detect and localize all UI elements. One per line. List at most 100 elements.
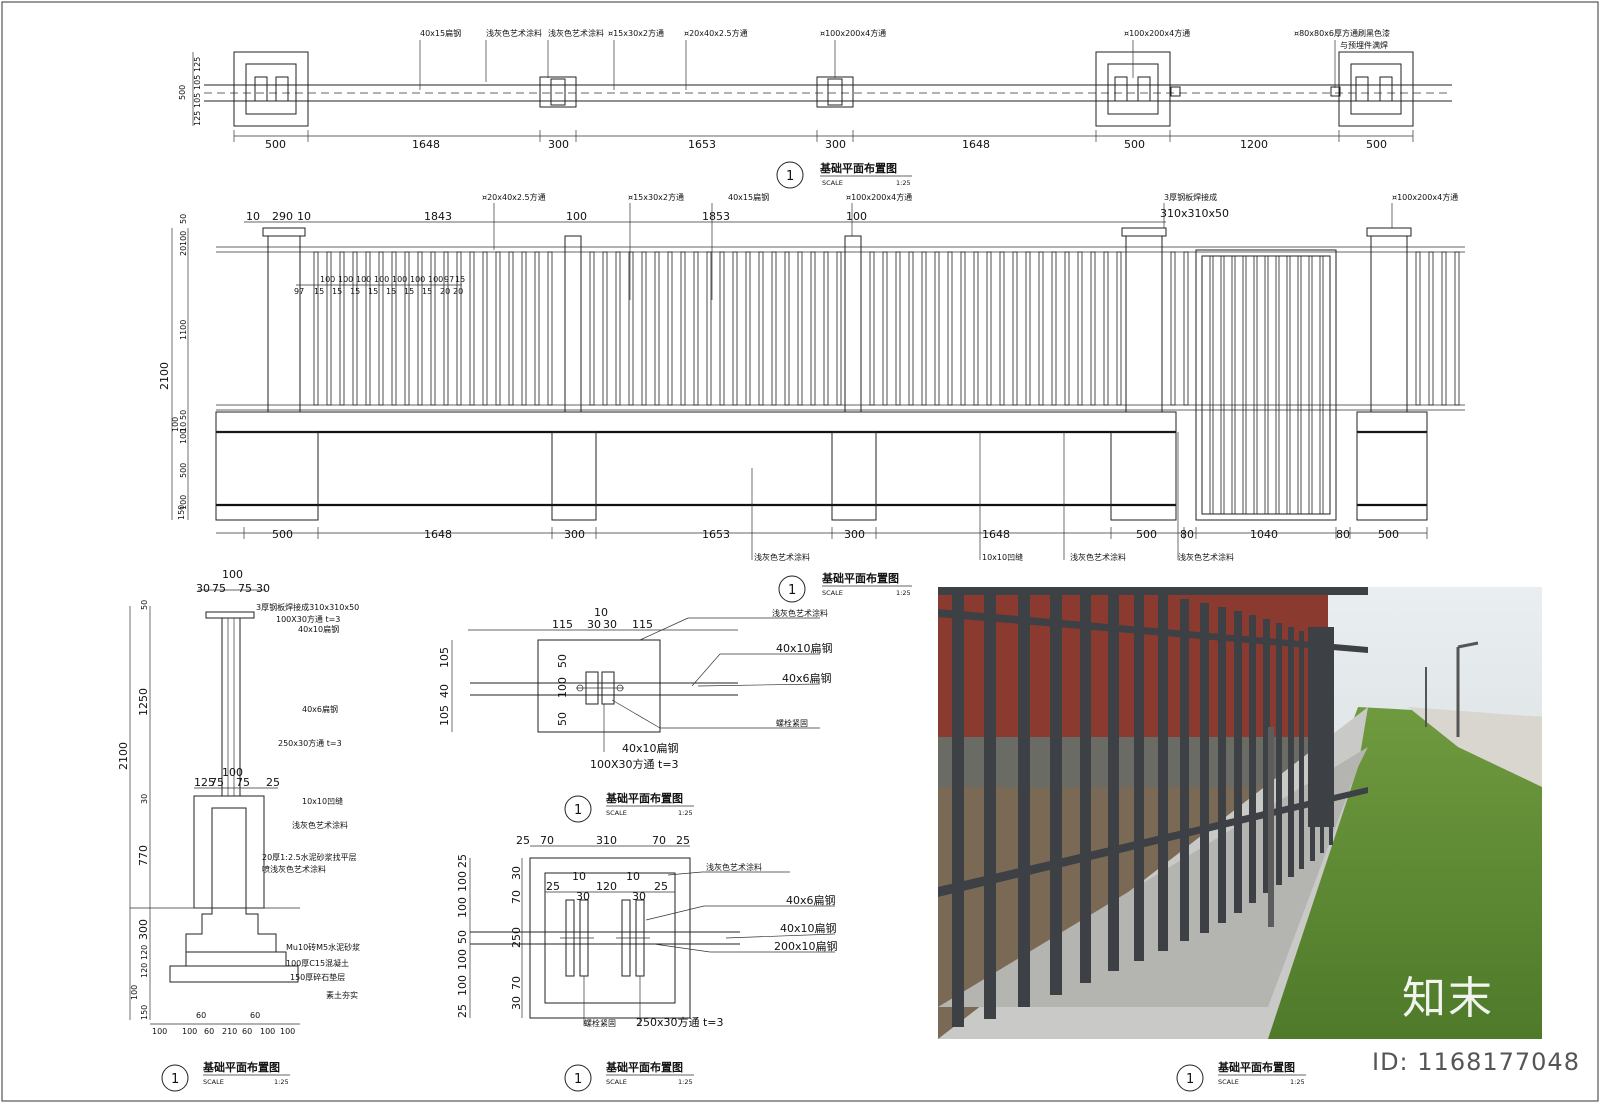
section-note: 素土夯实 (326, 990, 358, 1000)
elev-left-dim: 20 (179, 246, 188, 256)
detail2-inner-left: 250 (510, 927, 523, 948)
section-mid-dim: 125 (194, 776, 215, 789)
plan-dim: 300 (825, 138, 846, 151)
detail2-inner-left: 30 (510, 866, 523, 880)
elev-note: ¤100x200x4方通 (1392, 192, 1458, 202)
elev-top-dim: 100 (846, 210, 867, 223)
elev-dim: 500 (1136, 528, 1157, 541)
detail2-inner-left: 70 (510, 890, 523, 904)
elev-bar-dim: 97 (444, 275, 454, 284)
detail2-left-dim: 100 (456, 975, 469, 996)
section-note: Mu10砖M5水泥砂浆 (286, 942, 360, 952)
plan-left-dim: 105 (193, 93, 202, 108)
detail1-label-title: 基础平面布置图 (605, 791, 683, 805)
section-bottom-dim: 60 (204, 1027, 214, 1036)
elev-left-dim: 100 (171, 417, 180, 432)
section-left-dim: 50 (140, 600, 149, 610)
elev-note: ¤100x200x4方通 (846, 192, 912, 202)
plan-left-dim: 125 (193, 111, 202, 126)
detail2-note: 250x30方通 t=3 (636, 1015, 724, 1029)
elev-bottom-note: 浅灰色艺术涂料 (1070, 552, 1126, 562)
detail2-label-scale: 1:25 (678, 1078, 693, 1086)
section-note: 250x30方通 t=3 (278, 738, 342, 748)
detail1-top-dim: 30 (603, 618, 617, 631)
fence-section-view: 100 30 75 75 30 125 75 100 75 25 50 1250… (117, 568, 360, 1092)
elev-note: 40x15扁钢 (728, 192, 769, 202)
detail2-left-dim: 100 (456, 949, 469, 970)
watermark-id: ID: 1168177048 (1372, 1048, 1580, 1076)
section-left-dim: 100 (130, 985, 139, 1000)
elev-left-dim: 2100 (158, 362, 171, 390)
plan-dim: 500 (265, 138, 286, 151)
detail2-left-dim: 100 (456, 871, 469, 892)
post-base-detail-1: 115 10 30 30 115 105 40 105 50 100 50 浅灰… (438, 606, 833, 823)
detail2-note: 螺栓紧固 (584, 1018, 616, 1028)
detail1-left-dim: 105 (438, 705, 451, 726)
detail2-left-dim: 25 (456, 854, 469, 868)
section-bottom-dim: 60 (250, 1011, 260, 1020)
elev-bar-dim: 100 (338, 275, 353, 284)
detail2-left-dim: 100 (456, 897, 469, 918)
detail1-inner-dim: 100 (556, 677, 569, 698)
detail2-inner-top: 30 (576, 890, 590, 903)
detail2-top-dim: 70 (540, 834, 554, 847)
elev-bottom-note: 浅灰色艺术涂料 (754, 552, 810, 562)
elev-label-scale-word: SCALE (822, 589, 843, 597)
section-bottom-dim: 100 (280, 1027, 295, 1036)
photo-fence-bars (938, 587, 1368, 1027)
section-note: 40x10扁钢 (298, 624, 339, 634)
section-bottom-dim: 60 (196, 1011, 206, 1020)
plan-note: 浅灰色艺术涂料 (486, 28, 542, 38)
elev-bar-dim: 15 (368, 287, 378, 296)
plan-label-scale: 1:25 (896, 179, 911, 187)
detail2-left-dim: 50 (456, 930, 469, 944)
section-bottom-dim: 100 (152, 1027, 167, 1036)
elev-bottom-note: 10x10凹缝 (982, 552, 1023, 562)
plan-left-dim: 105 (193, 75, 202, 90)
elev-top-dim: 1843 (424, 210, 452, 223)
elev-dim: 1040 (1250, 528, 1278, 541)
detail2-label-num: 1 (574, 1072, 582, 1087)
section-bottom-dim: 100 (182, 1027, 197, 1036)
section-label-scale: 1:25 (274, 1078, 289, 1086)
elev-bar-dim: 100 (320, 275, 335, 284)
plan-label-title: 基础平面布置图 (819, 161, 897, 175)
section-top-dim: 75 (238, 582, 252, 595)
plan-dim: 1648 (412, 138, 440, 151)
section-note: 浅灰色艺术涂料 (292, 820, 348, 830)
plan-label-num: 1 (786, 169, 794, 184)
detail1-note: 螺栓紧固 (776, 718, 808, 728)
elev-left-dim: 100 (179, 429, 188, 444)
section-left-dim: 120 (140, 945, 149, 960)
plan-dim: 300 (548, 138, 569, 151)
elev-left-dim: 1100 (179, 320, 188, 340)
detail1-note: 40x10扁钢 (622, 742, 679, 755)
section-top-dim: 30 (196, 582, 210, 595)
section-left-dim: 300 (137, 919, 150, 940)
detail2-inner-left: 30 (510, 996, 523, 1010)
detail1-top-dim: 10 (594, 606, 608, 619)
detail1-top-dim: 30 (587, 618, 601, 631)
section-label-num: 1 (171, 1072, 179, 1087)
elev-bar-dim: 15 (350, 287, 360, 296)
elev-bottom-note: 浅灰色艺术涂料 (1178, 552, 1234, 562)
elev-dim: 80 (1336, 528, 1350, 541)
detail1-left-dim: 40 (438, 684, 451, 698)
section-mid-dim: 25 (266, 776, 280, 789)
section-top-dim: 30 (256, 582, 270, 595)
detail2-inner-top: 10 (572, 870, 586, 883)
elev-left-dim: 10 (179, 422, 188, 432)
plan-note: 浅灰色艺术涂料 (548, 28, 604, 38)
elev-dim: 300 (844, 528, 865, 541)
plan-label-scale-word: SCALE (822, 179, 843, 187)
detail1-label-num: 1 (574, 803, 582, 818)
detail2-note: 200x10扁钢 (774, 940, 838, 953)
plan-note: ¤20x40x2.5方通 (684, 28, 748, 38)
plan-note: ¤80x80x6厚方通刷黑色漆 (1294, 28, 1390, 38)
photo-label-num: 1 (1186, 1072, 1194, 1087)
detail2-note: 40x6扁钢 (786, 894, 836, 907)
elev-left-dim: 150 (177, 505, 186, 520)
section-bottom-dim: 210 (222, 1027, 237, 1036)
elev-note: ¤15x30x2方通 (628, 192, 684, 202)
